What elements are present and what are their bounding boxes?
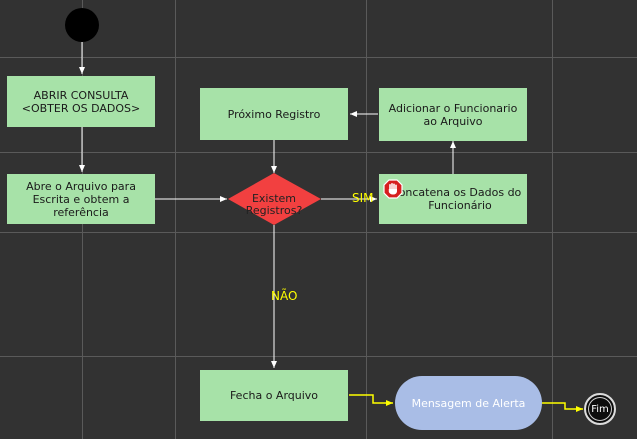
node-abrir-consulta[interactable]: ABRIR CONSULTA <OBTER OS DADOS> [7, 76, 155, 127]
node-abre-arquivo[interactable]: Abre o Arquivo para Escrita e obtem a re… [7, 174, 155, 224]
start-node [65, 8, 99, 42]
end-node-fim[interactable]: Fim [584, 393, 616, 425]
node-concatena-dados[interactable]: oncatena os Dados do Funcionário [379, 174, 527, 224]
edge-alerta-to-fim [542, 402, 583, 412]
node-mensagem-alerta[interactable]: Mensagem de Alerta [395, 376, 542, 430]
edge-label-sim: SIM [352, 191, 374, 205]
node-adicionar-funcionario[interactable]: Adicionar o Funcionario ao Arquivo [379, 88, 527, 141]
stop-hand-icon[interactable] [383, 179, 403, 199]
edge-fecha-to-alerta [349, 394, 393, 406]
decision-diamond-shape [228, 173, 321, 225]
decision-existem-registros[interactable]: Existem Registros? [245, 192, 303, 217]
edge-label-nao: NÃO [271, 289, 298, 303]
node-fecha-arquivo[interactable]: Fecha o Arquivo [200, 370, 348, 421]
node-proximo-registro[interactable]: Próximo Registro [200, 88, 348, 140]
